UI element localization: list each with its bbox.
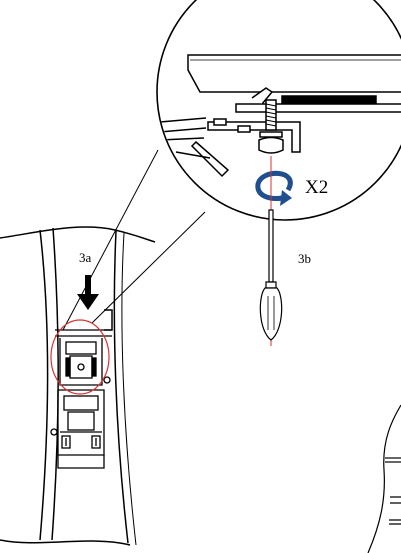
down-arrow-icon xyxy=(77,275,99,310)
step-a-label: 3a xyxy=(79,250,92,265)
lower-bracket xyxy=(207,121,301,153)
break-line-bottom xyxy=(0,539,131,546)
detail-magnifier xyxy=(156,0,401,221)
mount-mechanism xyxy=(50,338,111,469)
frame-plate xyxy=(187,54,401,93)
leader-lines xyxy=(62,149,206,331)
partial-unit-right xyxy=(367,404,401,553)
bent-clip xyxy=(251,87,274,105)
main-unit xyxy=(0,226,156,546)
highlight-ellipse xyxy=(50,319,110,395)
screw xyxy=(258,99,284,154)
repeat-label: X2 xyxy=(305,177,328,198)
screwdriver-icon xyxy=(259,209,283,341)
break-line-top xyxy=(0,226,156,243)
mounting-flange xyxy=(235,103,401,113)
step-b-label: 3b xyxy=(298,251,311,266)
